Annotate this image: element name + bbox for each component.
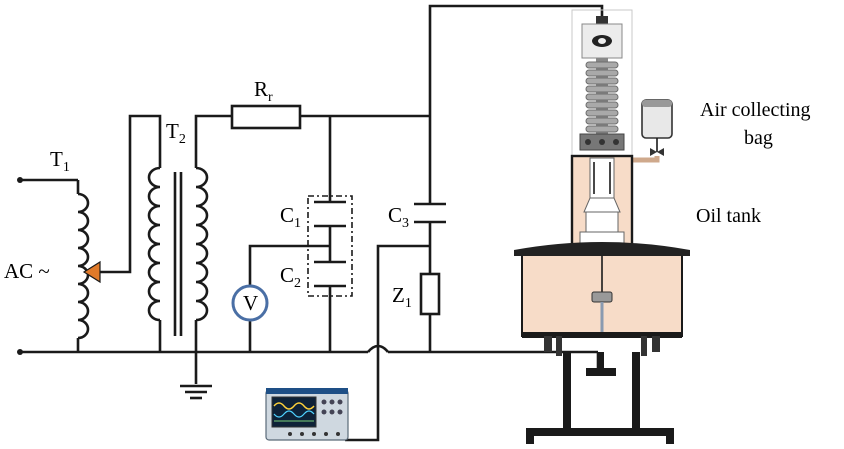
resistor-rr bbox=[230, 104, 302, 130]
oscilloscope-icon bbox=[265, 388, 349, 441]
label-z1: Z1 bbox=[392, 283, 412, 311]
label-oil-tank: Oil tank bbox=[696, 205, 761, 227]
label-ac: AC ~ bbox=[4, 259, 50, 283]
ground-icon bbox=[180, 384, 212, 400]
t2-transformer bbox=[147, 166, 209, 336]
label-air-bag-line2: bag bbox=[744, 127, 773, 149]
label-c1: C1 bbox=[280, 203, 301, 231]
label-air-bag-line1: Air collecting bbox=[700, 99, 811, 121]
bushing-icon bbox=[571, 9, 633, 157]
impedance-z1 bbox=[419, 272, 441, 316]
label-c2: C2 bbox=[280, 263, 301, 291]
air-bag-icon bbox=[630, 99, 673, 163]
test-apparatus bbox=[514, 9, 690, 444]
voltmeter-icon bbox=[231, 284, 269, 322]
label-rr: Rr bbox=[254, 77, 273, 105]
wiring bbox=[17, 4, 604, 442]
label-t2: T2 bbox=[166, 119, 186, 147]
capacitive-divider bbox=[307, 195, 353, 297]
label-voltmeter: V bbox=[243, 291, 258, 315]
label-c3: C3 bbox=[388, 203, 409, 231]
tap-arrow-icon bbox=[82, 260, 101, 284]
capacitor-c3 bbox=[414, 202, 446, 224]
t1-autotransformer bbox=[77, 192, 101, 340]
label-t1: T1 bbox=[50, 147, 70, 175]
